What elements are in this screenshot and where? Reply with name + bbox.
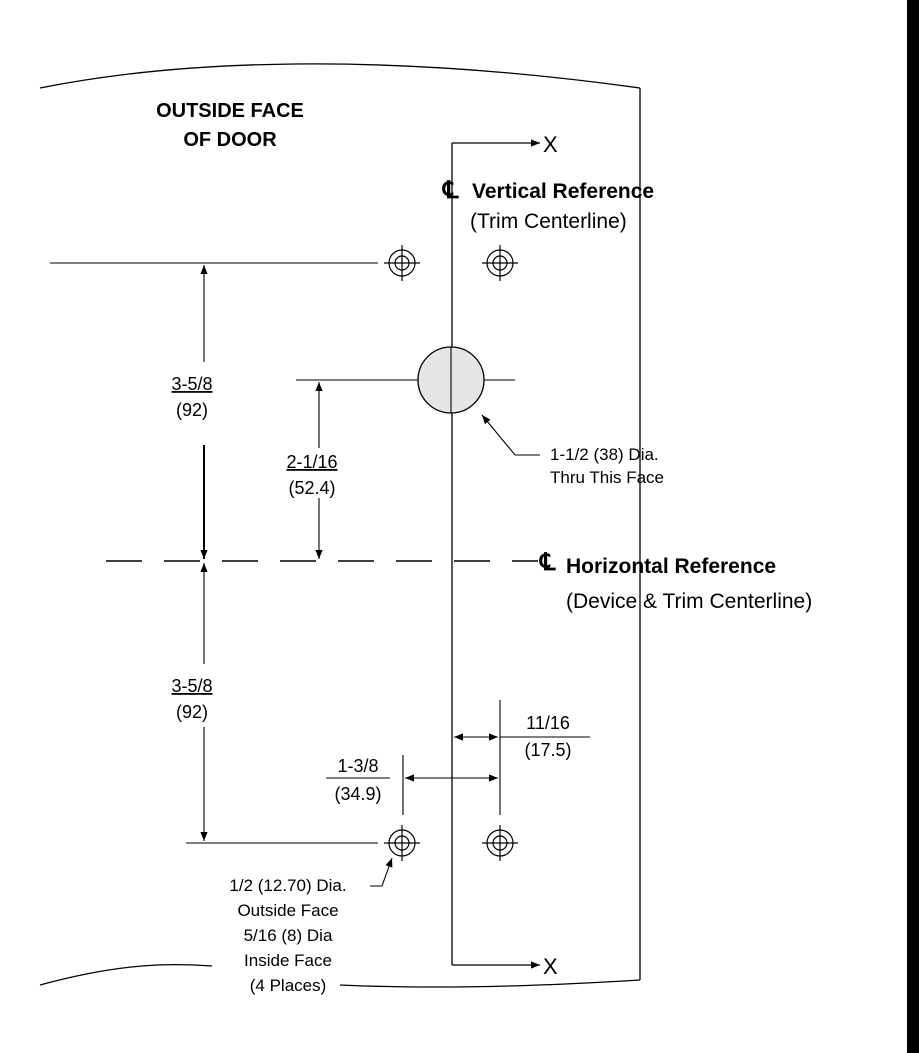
door-title-line1: OUTSIDE FACE xyxy=(156,100,304,122)
mounting-hole-bottom-left xyxy=(384,825,420,861)
door-top-break-line xyxy=(39,63,641,89)
door-bottom-break-line-right xyxy=(339,979,641,988)
x-marker-bottom: X xyxy=(543,954,558,979)
mounting-hole-top-right xyxy=(482,245,518,281)
vertical-reference-subtitle: (Trim Centerline) xyxy=(470,210,627,233)
dimension-hole-metric: (52.4) xyxy=(288,478,335,498)
dimension-lower-metric: (92) xyxy=(176,702,208,722)
dimension-hole-fraction: 2-1/16 xyxy=(286,452,337,472)
centerline-symbol-vertical: ℄ xyxy=(442,177,459,204)
callout-small-holes-line1: 1/2 (12.70) Dia. xyxy=(229,876,346,895)
callout-small-holes-line3: 5/16 (8) Dia xyxy=(244,926,333,945)
dimension-right-fraction: 11/16 xyxy=(526,713,570,733)
callout-small-holes-line2: Outside Face xyxy=(237,901,338,920)
x-marker-top: X xyxy=(543,132,558,157)
mounting-hole-top-left xyxy=(384,245,420,281)
vertical-reference-line xyxy=(451,139,540,969)
horizontal-reference-subtitle: (Device & Trim Centerline) xyxy=(566,590,812,613)
callout-large-hole-line2: Thru This Face xyxy=(550,468,664,487)
horizontal-reference-title: Horizontal Reference xyxy=(566,555,776,578)
dimension-upper-fraction: 3-5/8 xyxy=(171,374,212,394)
callout-large-hole-line1: 1-1/2 (38) Dia. xyxy=(550,445,659,464)
centerline-symbol-horizontal: ℄ xyxy=(539,549,556,576)
dimension-left-offset xyxy=(326,700,501,815)
door-title-line2: OF DOOR xyxy=(183,129,277,151)
mounting-hole-bottom-right xyxy=(482,825,518,861)
dimension-left-metric: (34.9) xyxy=(334,784,381,804)
leader-small-holes xyxy=(370,857,393,887)
door-bottom-break-line-left xyxy=(39,963,213,986)
callout-small-holes-line4: Inside Face xyxy=(244,951,332,970)
dimension-lower-fraction: 3-5/8 xyxy=(171,676,212,696)
vertical-reference-title: Vertical Reference xyxy=(472,180,654,203)
dimension-upper-metric: (92) xyxy=(176,400,208,420)
dimension-right-metric: (17.5) xyxy=(524,740,571,760)
page-border-bar xyxy=(907,0,919,1053)
dimension-left-fraction: 1-3/8 xyxy=(337,756,378,776)
leader-large-hole xyxy=(481,414,540,456)
callout-small-holes-line5: (4 Places) xyxy=(250,976,327,995)
large-hole xyxy=(417,346,485,414)
door-outline xyxy=(39,63,641,988)
